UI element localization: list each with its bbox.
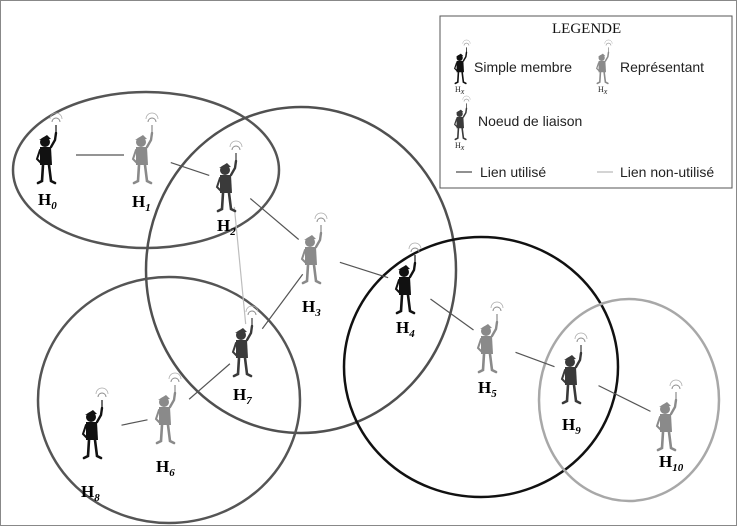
legend-title: LEGENDE [552,21,621,37]
node-label-h3: H3 [302,297,321,319]
node-label-h10: H10 [659,452,684,474]
legend-simple-member-sub: Hx [455,85,465,96]
link-h6-h8 [121,419,148,426]
node-label-h6: H6 [156,457,175,479]
cluster-h0-h2 [11,90,281,250]
legend-unused-link-label: Lien non-utilisé [620,164,714,180]
cluster-h2-h7 [144,105,458,435]
node-label-h9: H9 [562,415,581,437]
cluster-circles [11,90,721,525]
node-label-h4: H4 [396,318,415,340]
link-h9-h10 [598,385,651,412]
link-lines [76,154,651,426]
cluster-h6-h8 [36,275,302,525]
legend-link-node-label: Noeud de liaison [478,113,582,129]
node-label-h2: H2 [217,216,236,238]
node-label-h8: H8 [81,482,100,504]
node-label-h1: H1 [132,192,151,214]
node-label-h5: H5 [478,378,497,400]
legend-frame [439,15,733,189]
link-h1-h2 [170,162,210,176]
node-label-h0: H0 [38,190,57,212]
legend-representative-label: Représentant [620,59,704,75]
legend-link-node-sub: Hx [455,141,465,152]
cluster-h3-h9 [342,235,620,499]
legend-simple-member-label: Simple membre [474,59,572,75]
legend-used-link-label: Lien utilisé [480,164,546,180]
link-h4-h5 [430,298,474,331]
cluster-h9-h10 [537,297,721,503]
link-h2-h3 [249,198,300,240]
node-label-h7: H7 [233,385,252,407]
link-h5-h9 [515,351,555,368]
link-h7-h6 [188,363,231,400]
link-h3-h7 [261,273,304,330]
legend-box: LEGENDE Hx Simple membre Hx Représentant… [439,15,733,189]
legend-representative-sub: Hx [598,85,608,96]
link-h3-h4 [339,261,389,279]
link-h2-h7 [233,206,247,325]
